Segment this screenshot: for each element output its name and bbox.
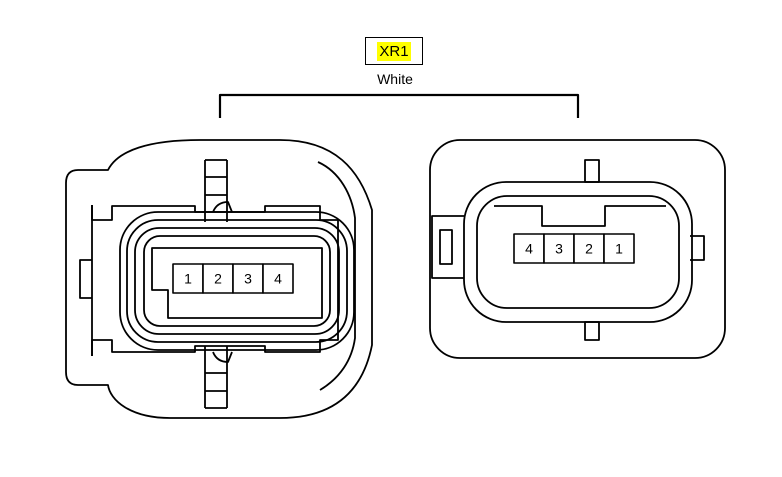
component-pin-number: 4 xyxy=(525,241,533,257)
left-housing-outer xyxy=(119,211,355,351)
harness-pin-cell xyxy=(172,263,204,294)
left-housing-mid xyxy=(126,219,348,343)
component-pin-number: 2 xyxy=(585,241,593,257)
harness-pin-number: 2 xyxy=(214,271,222,287)
component-side-connector xyxy=(429,139,726,359)
left-side-latch xyxy=(79,259,92,299)
right-side-clip xyxy=(431,215,464,279)
left-inner-frame xyxy=(91,205,339,356)
left-top-lock-tab xyxy=(204,159,228,222)
component-side-pin-row: 4 3 2 1 xyxy=(513,233,635,264)
component-pin-4: 4 xyxy=(513,233,545,264)
harness-pin-3: 3 xyxy=(232,263,264,294)
right-housing-inner xyxy=(476,195,680,309)
right-side-nub xyxy=(690,235,705,261)
connector-color-label: White xyxy=(377,71,413,87)
component-pin-2: 2 xyxy=(573,233,605,264)
harness-pin-4: 4 xyxy=(262,263,294,294)
left-housing-core xyxy=(143,235,331,327)
harness-side-pin-row: 1 2 3 4 xyxy=(172,263,294,294)
harness-pin-cell xyxy=(262,263,294,294)
right-cavity-frame xyxy=(494,205,666,227)
harness-pin-2: 2 xyxy=(202,263,234,294)
view-bracket xyxy=(218,93,580,118)
left-bottom-lock-tab xyxy=(204,346,228,409)
harness-side-connector xyxy=(65,139,373,419)
right-bottom-key xyxy=(584,321,600,341)
right-housing-outer xyxy=(463,181,693,323)
harness-pin-number: 3 xyxy=(244,271,252,287)
component-pin-cell xyxy=(603,233,635,264)
right-top-key xyxy=(584,159,600,183)
component-pin-3: 3 xyxy=(543,233,575,264)
harness-pin-number: 4 xyxy=(274,271,282,287)
connector-code: XR1 xyxy=(377,41,411,61)
component-pin-cell xyxy=(513,233,545,264)
harness-pin-1: 1 xyxy=(172,263,204,294)
component-pin-number: 1 xyxy=(615,241,623,257)
component-pin-number: 3 xyxy=(555,241,563,257)
left-cavity-frame xyxy=(151,247,323,319)
harness-pin-cell xyxy=(232,263,264,294)
left-outer-body xyxy=(65,139,373,419)
left-housing-inner xyxy=(134,227,340,335)
harness-pin-number: 1 xyxy=(184,271,192,287)
harness-pin-cell xyxy=(202,263,234,294)
left-body-inner-edge xyxy=(317,161,356,391)
component-pin-1: 1 xyxy=(603,233,635,264)
right-outer-body xyxy=(429,139,726,359)
connector-code-box: XR1 xyxy=(365,37,423,65)
